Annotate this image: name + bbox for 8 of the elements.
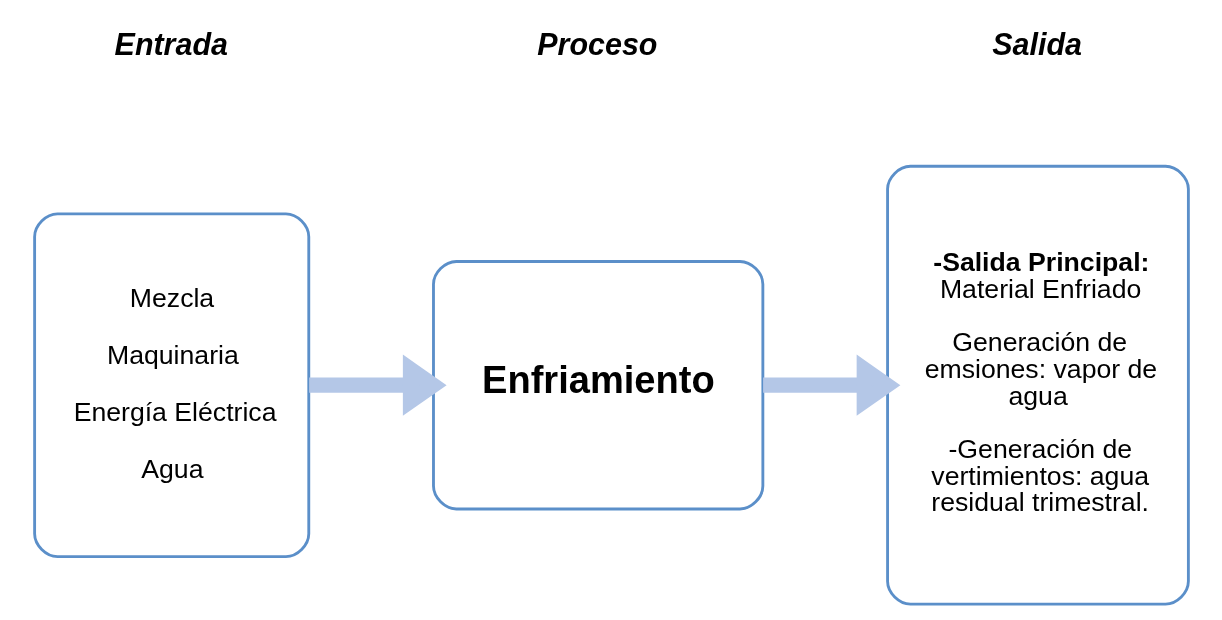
node-box: -Salida Principal: Material Enfriado Generación de emsiones: vapor de agua -Generación de vertimientos: agua residual trimestral.: [885, 164, 1190, 606]
node-box: Enfriamiento: [431, 260, 764, 511]
label: Proceso: [536, 27, 657, 62]
arrow: [762, 354, 900, 416]
arrow: [308, 354, 447, 416]
node-box: Mezcla Maquinaria Energía Eléctrica Agua: [32, 212, 310, 558]
label: Entrada: [114, 27, 228, 62]
label: Salida: [991, 27, 1082, 62]
